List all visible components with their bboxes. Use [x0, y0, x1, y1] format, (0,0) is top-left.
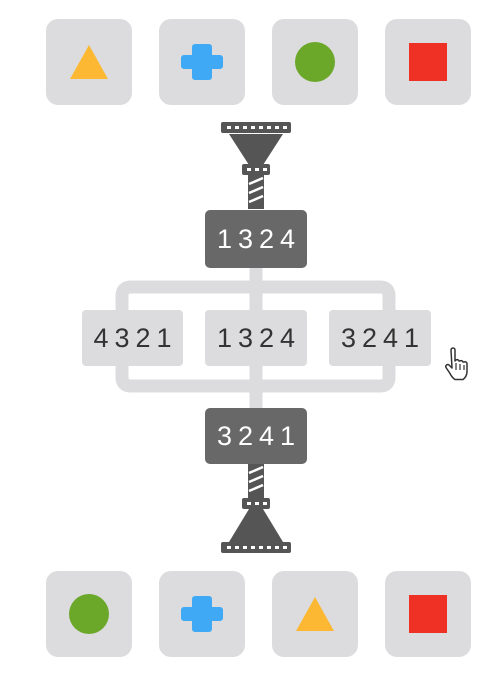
top-tile-3[interactable] — [272, 19, 358, 105]
top-tile-4[interactable] — [385, 19, 471, 105]
top-branch-pipe — [115, 280, 396, 332]
triangle-icon — [70, 45, 108, 79]
square-icon — [409, 43, 447, 81]
option-button-2[interactable]: 1324 — [205, 310, 307, 366]
option-button-1[interactable]: 4321 — [82, 310, 183, 366]
plus-icon — [181, 44, 223, 80]
plus-icon — [181, 596, 223, 632]
bottom-tile-2[interactable] — [159, 571, 245, 657]
top-tile-2[interactable] — [159, 19, 245, 105]
bottom-tile-4[interactable] — [385, 571, 471, 657]
triangle-icon — [296, 597, 334, 631]
output-code-display: 3241 — [205, 408, 307, 464]
circle-icon — [69, 594, 109, 634]
input-code-display: 1324 — [205, 210, 307, 268]
option-button-3[interactable]: 3241 — [329, 310, 431, 366]
bottom-tile-1[interactable] — [46, 571, 132, 657]
circle-icon — [295, 42, 335, 82]
top-tile-1[interactable] — [46, 19, 132, 105]
hand-pointer-icon — [445, 347, 468, 381]
square-icon — [409, 595, 447, 633]
bottom-branch-pipe — [115, 340, 396, 393]
bottom-tile-3[interactable] — [272, 571, 358, 657]
